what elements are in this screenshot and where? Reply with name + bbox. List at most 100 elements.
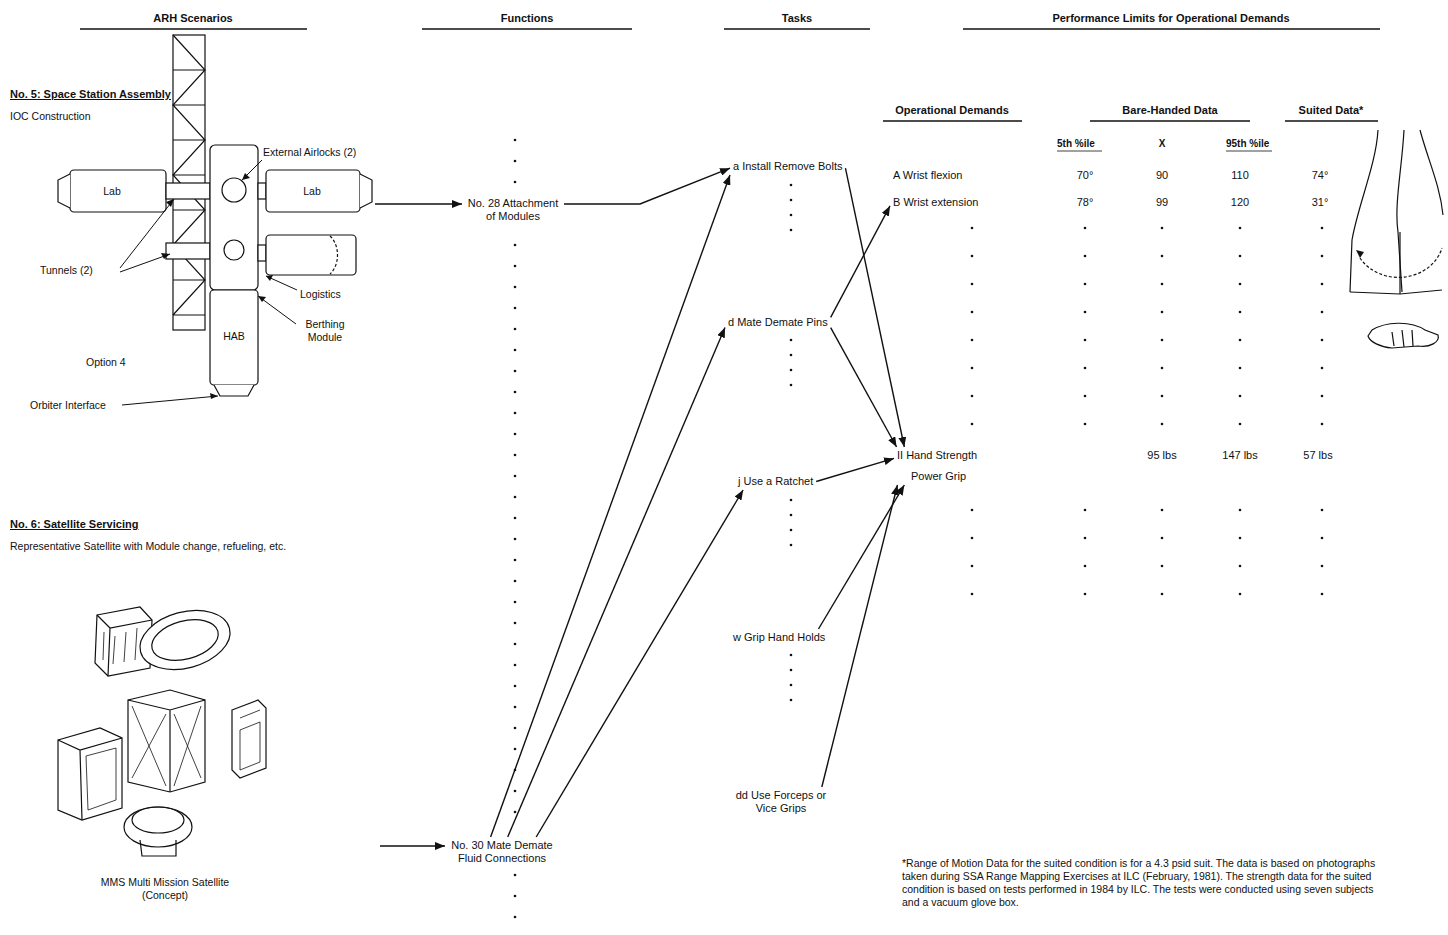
guide-dot	[514, 307, 517, 310]
guide-dot	[790, 369, 793, 372]
guide-dot	[1321, 395, 1324, 398]
guide-dot	[1161, 339, 1164, 342]
guide-dot	[790, 214, 793, 217]
item-text: B Wrist extension	[893, 196, 978, 209]
part-label: Option 4	[86, 356, 126, 369]
guide-dot	[790, 499, 793, 502]
guide-dot	[790, 669, 793, 672]
guide-dot	[1161, 509, 1164, 512]
satellite-drawing	[58, 728, 122, 820]
connector-arrow	[831, 328, 897, 447]
guide-dot	[514, 139, 517, 142]
guide-dot	[1084, 565, 1087, 568]
guide-dot	[1161, 255, 1164, 258]
guide-dot	[514, 391, 517, 394]
guide-dot	[1321, 537, 1324, 540]
guide-dot	[790, 184, 793, 187]
leader-line	[266, 276, 297, 290]
table-cell: 90	[1156, 169, 1168, 182]
space-station-drawing	[330, 236, 338, 274]
guide-dot	[971, 395, 974, 398]
guide-dot	[514, 895, 517, 898]
space-station-drawing	[173, 35, 205, 315]
guide-dot	[1161, 395, 1164, 398]
item-text: No. 28 Attachment of Modules	[465, 197, 561, 223]
task-item: j Use a Ratchet	[735, 473, 816, 490]
table-cell: 120	[1231, 196, 1249, 209]
guide-dot	[514, 496, 517, 499]
space-station-drawing	[266, 170, 360, 212]
guide-dot	[514, 706, 517, 709]
space-station-drawing	[258, 183, 266, 199]
guide-dot	[790, 384, 793, 387]
guide-dot	[971, 283, 974, 286]
guide-dot	[1321, 339, 1324, 342]
satellite-drawing	[58, 601, 266, 856]
table-cell: 70°	[1077, 169, 1094, 182]
guide-dot	[1084, 255, 1087, 258]
guide-dot	[514, 664, 517, 667]
guide-dot	[790, 544, 793, 547]
leader-line	[258, 296, 296, 324]
header-rule	[883, 120, 1022, 121]
part-label: Lab	[302, 185, 322, 198]
leader-arrowhead	[242, 173, 250, 180]
item-text: j Use a Ratchet	[738, 475, 813, 488]
satellite-drawing	[128, 700, 205, 792]
guide-dot	[514, 685, 517, 688]
guide-dot	[1161, 311, 1164, 314]
guide-dot	[514, 601, 517, 604]
guide-dot	[1239, 509, 1242, 512]
connector-arrow	[491, 175, 730, 837]
leader-arrowhead	[258, 296, 266, 302]
scenario-text: IOC Construction	[10, 110, 310, 123]
guide-dot	[1321, 565, 1324, 568]
connector-arrow	[380, 845, 445, 846]
guide-dot	[971, 255, 974, 258]
guide-dot	[514, 475, 517, 478]
guide-dot	[1084, 593, 1087, 596]
header-rule	[422, 28, 632, 29]
guide-dot	[1239, 395, 1242, 398]
guide-dot	[1239, 593, 1242, 596]
guide-dot	[1084, 339, 1087, 342]
space-station-drawing	[210, 290, 258, 385]
item-text: No. 30 Mate Demate Fluid Connections	[448, 839, 556, 865]
guide-dot	[1321, 311, 1324, 314]
guide-dot	[1239, 367, 1242, 370]
task-item: dd Use Forceps or Vice Grips	[730, 787, 832, 817]
guide-dot	[514, 244, 517, 247]
suited-arm-sketch	[1399, 232, 1400, 294]
leader-line	[122, 396, 218, 405]
leader-arrowhead	[161, 253, 170, 259]
guide-dot	[514, 559, 517, 562]
guide-dot	[971, 311, 974, 314]
table-cell: X	[1159, 137, 1166, 150]
guide-dot	[971, 565, 974, 568]
task-item: a Install Remove Bolts	[730, 158, 845, 175]
part-label: Lab	[102, 185, 122, 198]
function-item: No. 30 Mate Demate Fluid Connections	[445, 837, 559, 867]
guide-dot	[790, 199, 793, 202]
suited-arm-sketch	[1368, 323, 1438, 348]
guide-dot	[514, 748, 517, 751]
part-label: HAB	[222, 330, 246, 343]
guide-dot	[514, 580, 517, 583]
satellite-drawing	[124, 807, 192, 847]
satellite-drawing	[132, 706, 201, 786]
guide-dot	[971, 537, 974, 540]
header-rule	[1285, 120, 1378, 121]
part-label: Berthing Module	[297, 318, 353, 344]
leader-line	[242, 160, 262, 180]
header-rule	[1057, 151, 1102, 152]
item-text: a Install Remove Bolts	[733, 160, 842, 173]
guide-dot	[514, 265, 517, 268]
guide-dot	[514, 916, 517, 919]
leader-arrowhead	[166, 199, 174, 207]
guide-dot	[1321, 227, 1324, 230]
guide-dot	[790, 354, 793, 357]
space-station-drawing	[360, 174, 372, 208]
guide-dot	[971, 227, 974, 230]
connector-arrow	[536, 490, 743, 837]
